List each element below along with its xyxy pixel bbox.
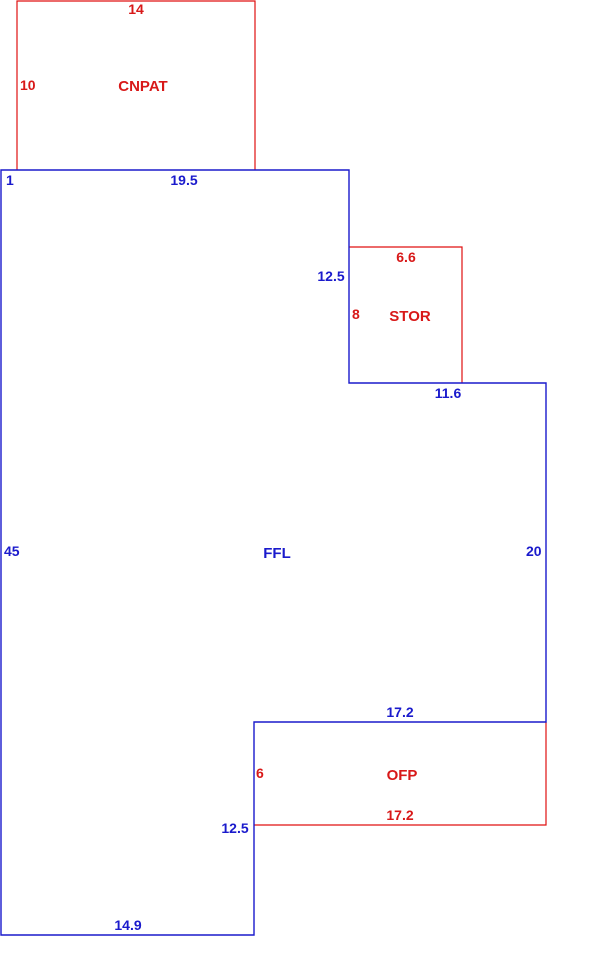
ffl-outline: [0, 169, 547, 936]
stor-side-dimension: 8: [352, 306, 360, 322]
ofp-bottom-dimension: 17.2: [386, 807, 413, 823]
ofp-outline: [254, 722, 547, 826]
cnpat-side-dimension: 10: [20, 77, 36, 93]
ffl-step-top-dimension: 11.6: [435, 385, 462, 401]
cnpat-outline: [16, 0, 256, 170]
ofp-area-label: OFP: [387, 767, 418, 784]
ffl-step-bottom-dimension: 17.2: [386, 704, 413, 720]
ffl-left-dimension: 45: [4, 543, 20, 559]
ffl-top-corner-dimension: 1: [6, 172, 14, 188]
stor-top-dimension: 6.6: [396, 249, 416, 265]
ffl-top-dimension: 19.5: [170, 172, 197, 188]
ffl-bottom-dimension: 14.9: [114, 917, 141, 933]
ffl-right-dimension: 20: [526, 543, 542, 559]
cnpat-area-label: CNPAT: [118, 78, 167, 95]
stor-outline: [349, 246, 463, 383]
cnpat-top-dimension: 14: [128, 1, 144, 17]
ffl-right-lower-dimension: 12.5: [221, 820, 248, 836]
ffl-area-label: FFL: [263, 545, 291, 562]
stor-area-label: STOR: [389, 308, 431, 325]
ofp-side-dimension: 6: [256, 765, 264, 781]
ffl-right-upper-dimension: 12.5: [317, 268, 344, 284]
